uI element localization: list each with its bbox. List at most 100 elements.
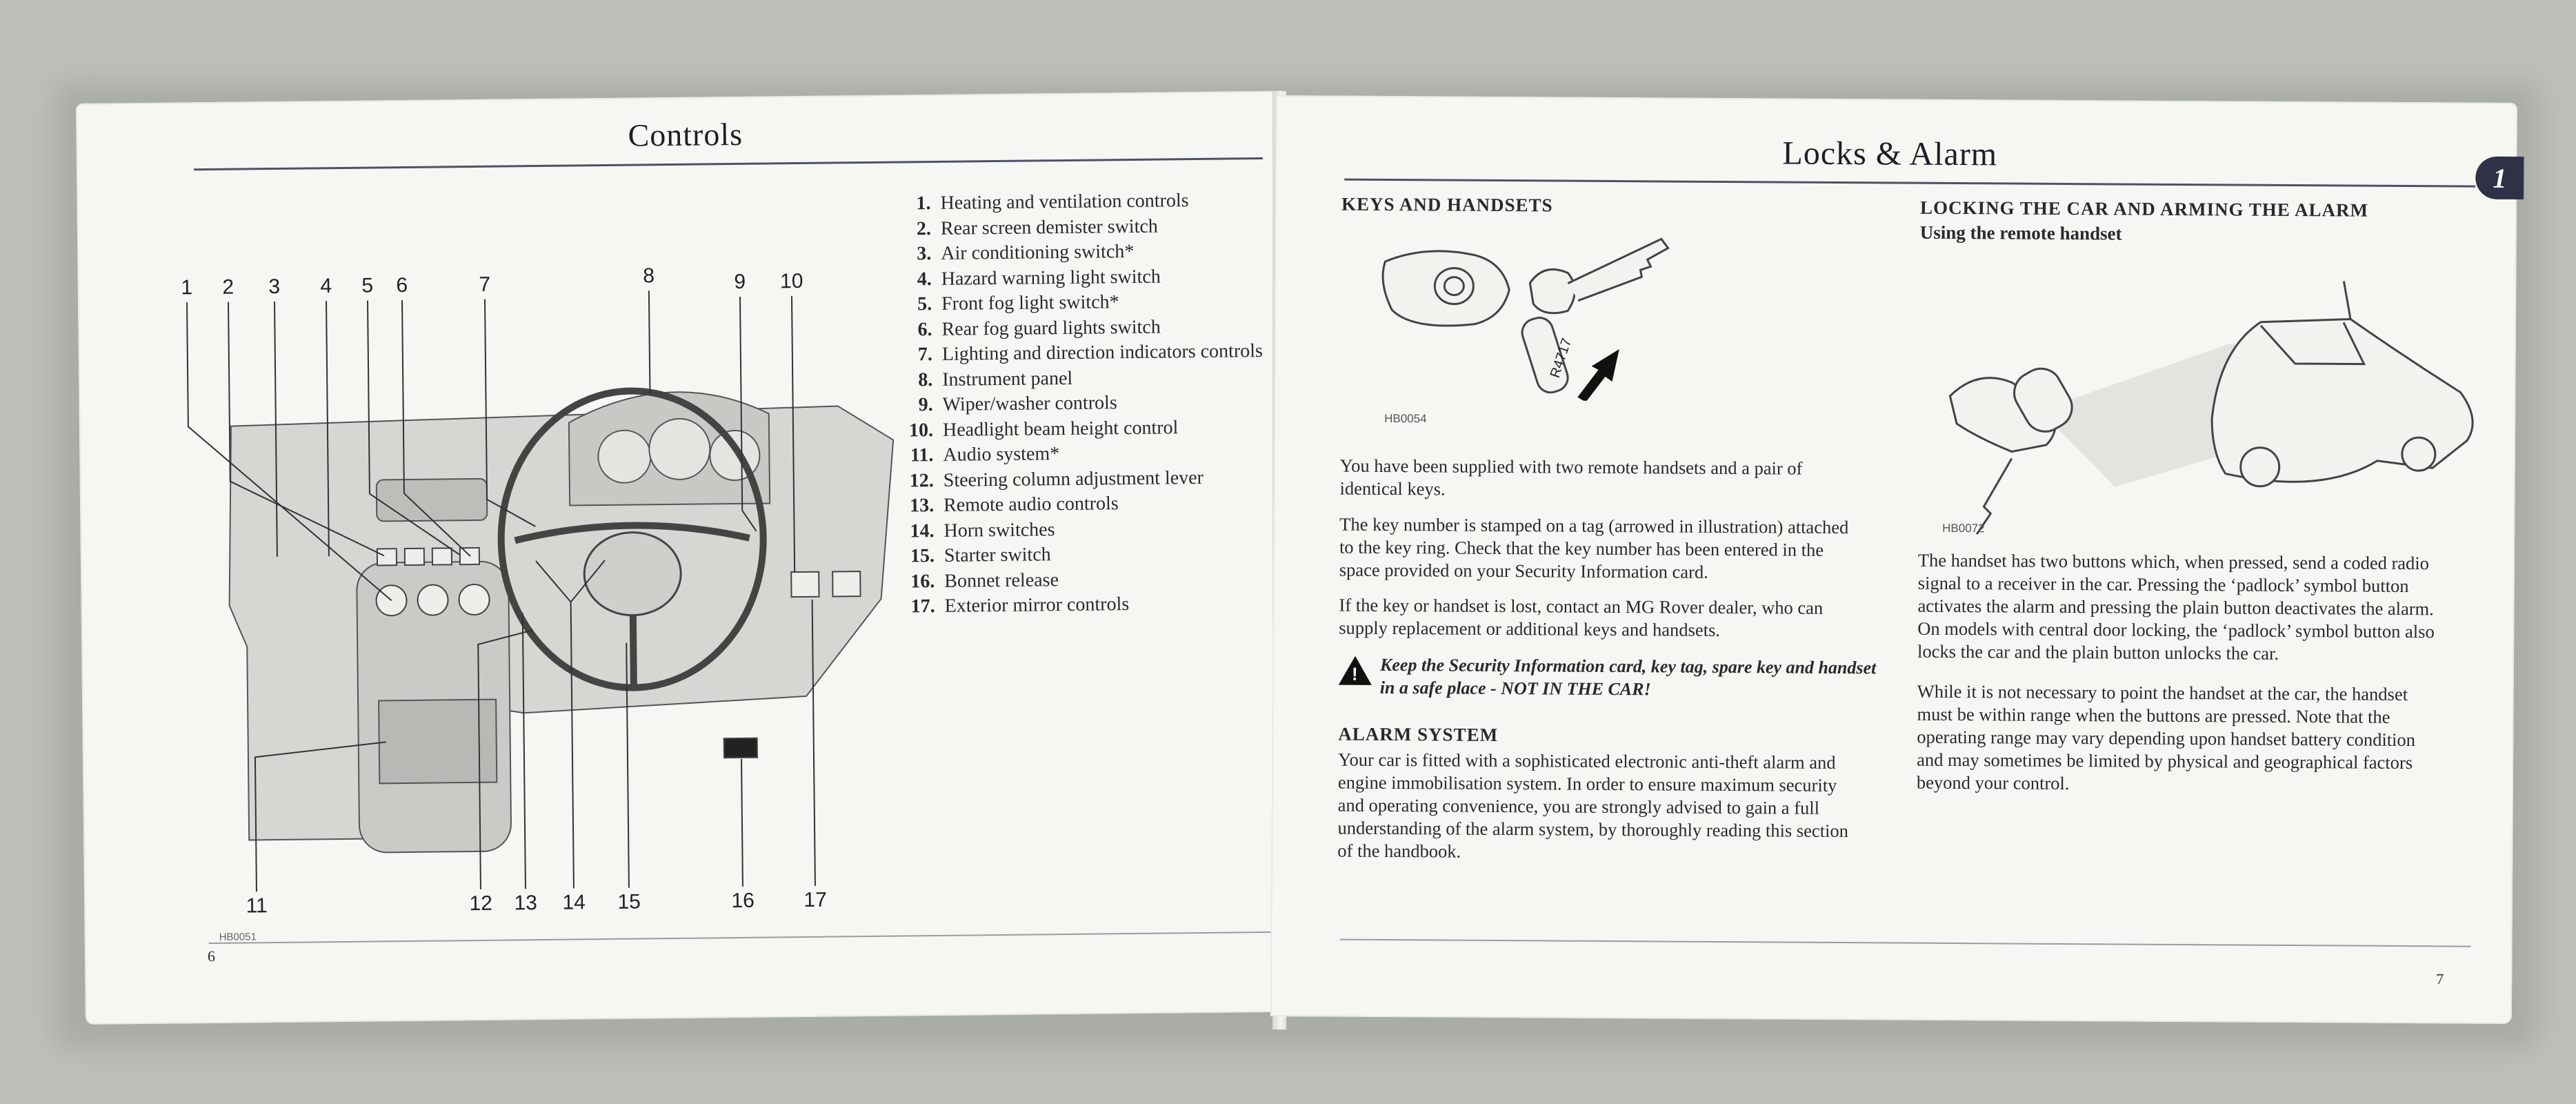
callout-7: 7 — [479, 273, 490, 296]
controls-list-item: 11. Audio system* — [900, 440, 1286, 469]
callout-10: 10 — [780, 270, 803, 293]
list-item-number: 16. — [910, 570, 935, 592]
list-item-number: 8. — [918, 368, 933, 391]
figure-code: HB0051 — [219, 931, 257, 943]
warning-box: ! Keep the Security Information card, ke… — [1338, 653, 1877, 702]
locking-paragraph-1: The handset has two buttons which, when … — [1917, 549, 2435, 664]
controls-list: 1. Heating and ventilation controls 2. Rear… — [897, 188, 1288, 620]
warning-icon: ! — [1338, 656, 1372, 685]
alarm-heading: ALARM SYSTEM — [1338, 723, 1499, 745]
list-item-label: Steering column adjustment lever — [943, 466, 1204, 491]
list-item-number: 9. — [918, 394, 933, 416]
list-item-label: Wiper/washer controls — [942, 392, 1117, 415]
callout-15: 15 — [617, 890, 641, 913]
list-item-label: Hazard warning light switch — [941, 266, 1161, 290]
keys-paragraph-3: If the key or handset is lost, contact a… — [1339, 594, 1824, 640]
list-item-label: Rear screen demister switch — [940, 215, 1158, 239]
list-item-number: 17. — [910, 595, 935, 618]
locking-subheading: Using the remote handset — [1919, 221, 2122, 244]
figure-code: HB0054 — [1384, 411, 1427, 426]
title-rule — [193, 157, 1263, 171]
list-item-number: 15. — [910, 545, 935, 567]
locking-heading: LOCKING THE CAR AND ARMING THE ALARM — [1919, 197, 2369, 221]
callout-4: 4 — [320, 275, 332, 297]
list-item-number: 12. — [909, 469, 934, 491]
callout-14: 14 — [562, 891, 586, 914]
list-item-label: Rear fog guard lights switch — [941, 316, 1161, 340]
list-item-label: Lighting and direction indicators contro… — [941, 340, 1264, 365]
alarm-paragraph: Your car is fitted with a sophisticated … — [1337, 749, 1848, 862]
list-item-number: 2. — [916, 217, 932, 239]
arrow-icon — [1577, 349, 1619, 402]
keys-heading: KEYS AND HANDSETS — [1341, 193, 1553, 216]
controls-list-item: 4. Hazard warning light switch — [899, 263, 1285, 292]
controls-list-item: 15. Starter switch — [901, 540, 1288, 569]
callout-9: 9 — [734, 270, 746, 293]
locking-paragraph-2: While it is not necessary to point the h… — [1916, 680, 2416, 794]
list-item-label: Headlight beam height control — [942, 416, 1179, 441]
callout-3: 3 — [268, 275, 280, 298]
controls-list-item: 12. Steering column adjustment lever — [901, 464, 1287, 493]
list-item-label: Heating and ventilation controls — [940, 190, 1189, 214]
controls-list-item: 1. Heating and ventilation controls — [897, 188, 1284, 217]
vent-panel — [375, 477, 488, 522]
controls-list-item: 7. Lighting and direction indicators cont… — [899, 339, 1286, 368]
footer-rule — [1339, 938, 2471, 947]
list-item-number: 10. — [908, 419, 934, 441]
callout-11: 11 — [246, 894, 268, 917]
callout-12: 12 — [469, 892, 492, 915]
dashboard-diagram: 1 2 3 4 5 6 7 8 9 10 11 12 13 14 15 16 1… — [181, 264, 895, 943]
controls-list-item: 3. Air conditioning switch* — [898, 238, 1284, 267]
figure-code: HB0072 — [1942, 521, 1985, 535]
callout-5: 5 — [361, 275, 373, 297]
list-item-number: 6. — [917, 318, 932, 340]
controls-list-item: 17. Exterior mirror controls — [902, 591, 1288, 620]
callout-13: 13 — [514, 891, 537, 914]
list-item-label: Exterior mirror controls — [944, 593, 1130, 617]
callout-8: 8 — [643, 264, 655, 287]
controls-list-item: 16. Bonnet release — [901, 565, 1288, 594]
list-item-number: 14. — [910, 520, 935, 542]
keys-paragraph-1: You have been supplied with two remote h… — [1339, 455, 1803, 500]
controls-list-item: 8. Instrument panel — [899, 364, 1286, 393]
remote-handset — [2013, 367, 2073, 433]
controls-list-item: 2. Rear screen demister switch — [898, 213, 1284, 241]
list-item-label: Remote audio controls — [943, 493, 1119, 516]
list-item-label: Bonnet release — [944, 569, 1059, 592]
warning-text: Keep the Security Information card, key … — [1379, 654, 1877, 700]
left-page: Controls — [76, 90, 1292, 1025]
callout-1: 1 — [181, 276, 192, 299]
list-item-number: 7. — [917, 344, 933, 366]
callout-17: 17 — [803, 889, 827, 911]
page-number: 7 — [2436, 970, 2444, 988]
page-title-locks-alarm: Locks & Alarm — [1782, 135, 1998, 173]
controls-list-item: 10. Headlight beam height control — [900, 414, 1286, 443]
list-item-number: 3. — [917, 243, 932, 265]
list-item-number: 11. — [910, 444, 934, 466]
list-item-label: Audio system* — [943, 443, 1060, 466]
list-item-number: 5. — [917, 293, 932, 315]
list-item-label: Starter switch — [943, 544, 1051, 566]
list-item-number: 13. — [910, 495, 935, 517]
page-title-controls: Controls — [628, 116, 743, 153]
list-item-number: 4. — [917, 268, 932, 290]
list-item-label: Front fog light switch* — [941, 291, 1119, 315]
title-rule — [1344, 178, 2476, 188]
callout-16: 16 — [731, 889, 755, 912]
steering-wheel — [497, 387, 767, 691]
controls-list-item: 6. Rear fog guard lights switch — [899, 313, 1285, 342]
callout-2: 2 — [222, 276, 234, 299]
list-item-label: Horn switches — [943, 518, 1055, 542]
controls-list-item: 13. Remote audio controls — [901, 490, 1287, 519]
controls-list-item: 5. Front fog light switch* — [899, 288, 1285, 317]
page-number: 6 — [207, 947, 216, 965]
chapter-tab: 1 — [2475, 156, 2524, 200]
callout-6: 6 — [396, 274, 408, 297]
audio-unit — [378, 698, 498, 785]
right-page: Locks & Alarm 1 KEYS AND HANDSETS R4717 … — [1270, 95, 2524, 1024]
list-item-number: 1. — [916, 193, 931, 215]
list-item-label: Air conditioning switch* — [941, 240, 1135, 264]
key-handset-illustration: R4717 — [1381, 237, 1670, 402]
list-item-label: Instrument panel — [942, 367, 1073, 391]
remote-car-illustration — [1948, 281, 2474, 535]
